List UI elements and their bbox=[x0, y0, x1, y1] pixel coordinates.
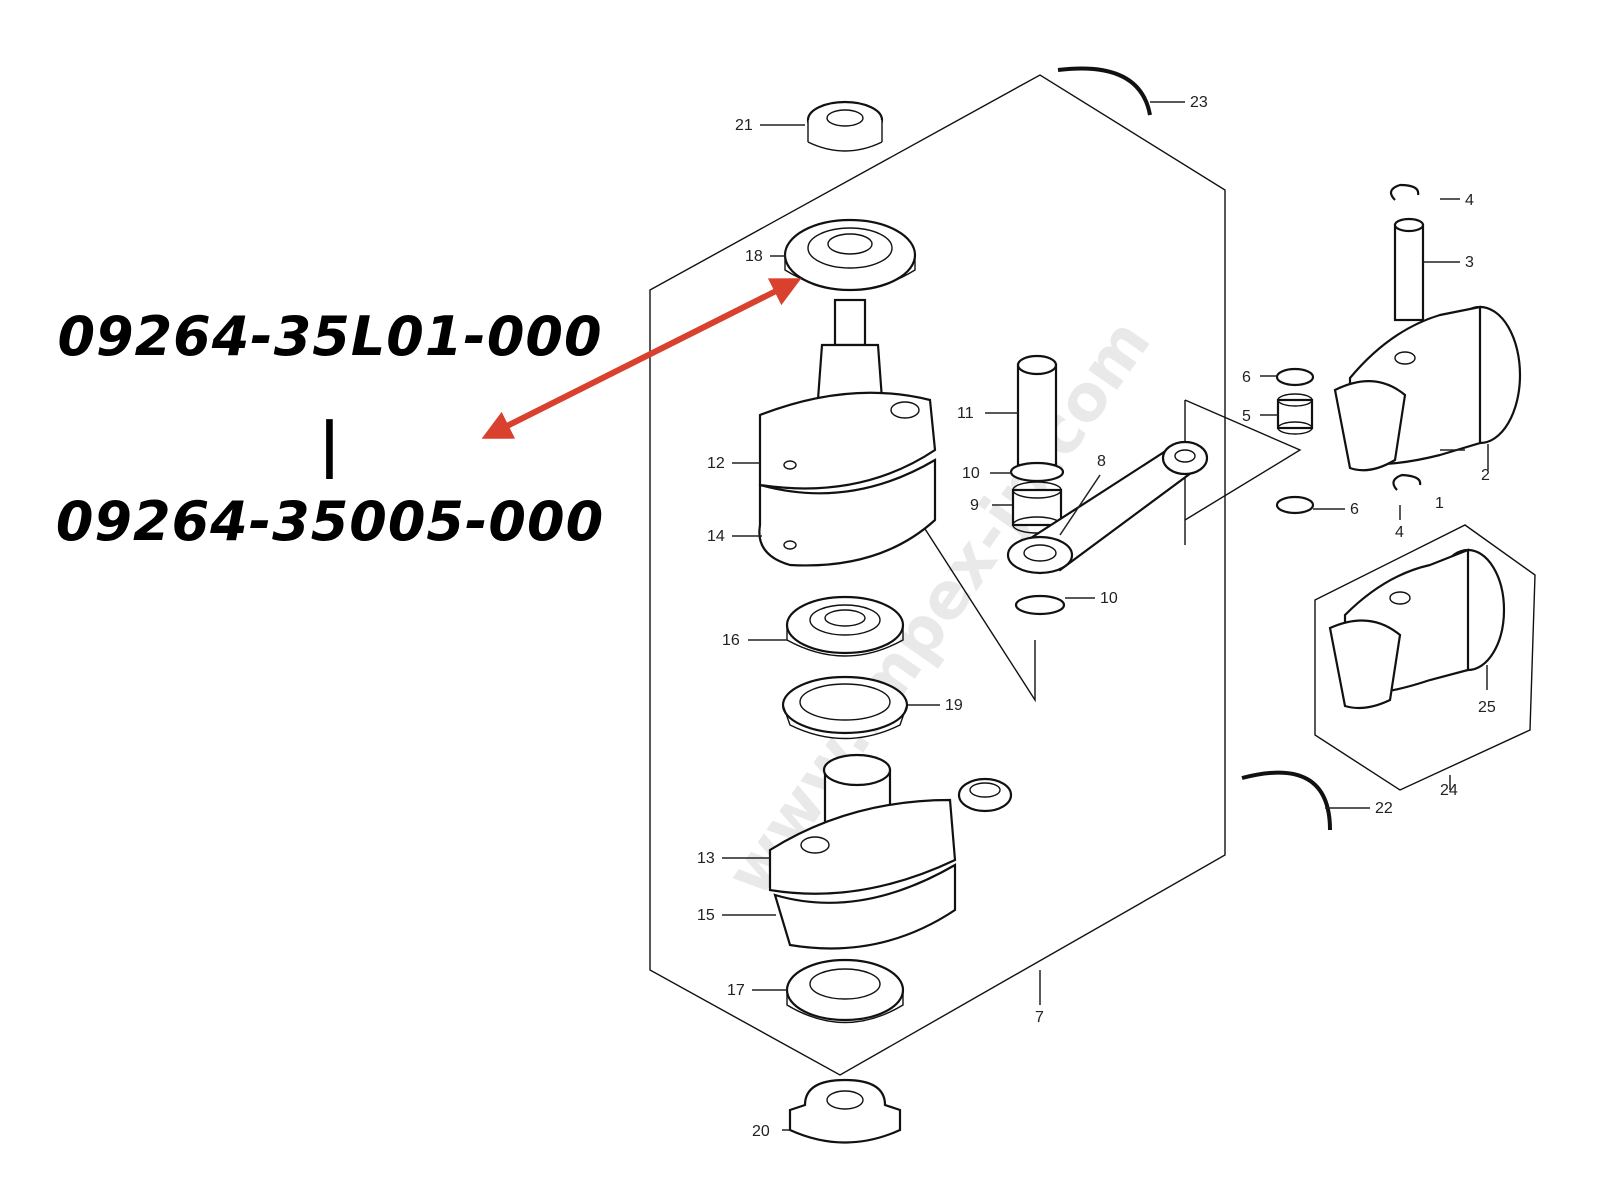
needle-bearing-5 bbox=[1276, 393, 1314, 435]
callout-20: 20 bbox=[752, 1123, 770, 1140]
leader-lines bbox=[722, 101, 1489, 1131]
part-number-separator: | bbox=[318, 410, 342, 480]
oil-seal-20 bbox=[788, 1078, 902, 1144]
clip-22 bbox=[1241, 770, 1332, 831]
callout-18: 18 bbox=[745, 248, 763, 265]
callout-7: 7 bbox=[1035, 1009, 1044, 1026]
callout-9: 9 bbox=[970, 497, 979, 514]
callout-15: 15 bbox=[697, 907, 715, 924]
callout-13: 13 bbox=[697, 850, 715, 867]
callout-23: 23 bbox=[1190, 94, 1208, 111]
callout-11: 11 bbox=[957, 405, 974, 422]
callout-10b: 10 bbox=[1100, 590, 1118, 607]
seal-19 bbox=[781, 675, 909, 740]
callout-25: 25 bbox=[1478, 699, 1496, 716]
callout-19: 19 bbox=[945, 697, 963, 714]
crank-pin-11 bbox=[1009, 354, 1065, 534]
oil-seal-21 bbox=[806, 100, 884, 152]
crank-lower-13 bbox=[768, 753, 1013, 950]
clip-4-bottom bbox=[1392, 473, 1422, 491]
connecting-rod-8 bbox=[1006, 440, 1209, 616]
callout-16: 16 bbox=[722, 632, 740, 649]
bearing-17 bbox=[785, 958, 905, 1024]
washer-6-bottom bbox=[1275, 495, 1315, 515]
piston-24 bbox=[1328, 548, 1506, 710]
piston-1 bbox=[1333, 305, 1522, 472]
clip-23 bbox=[1057, 66, 1152, 116]
callout-6a: 6 bbox=[1242, 369, 1251, 386]
callout-numbers: 21 18 12 14 16 19 13 15 17 20 23 4 3 6 5… bbox=[697, 94, 1496, 1140]
washer-6-top bbox=[1275, 367, 1315, 387]
callout-24: 24 bbox=[1440, 782, 1458, 799]
bracket-lines bbox=[1184, 399, 1302, 521]
callout-22: 22 bbox=[1375, 800, 1393, 817]
clip-4-top bbox=[1389, 183, 1420, 201]
callout-5: 5 bbox=[1242, 408, 1251, 425]
bearing-18 bbox=[783, 218, 917, 292]
callout-4b: 4 bbox=[1395, 524, 1404, 541]
crankshaft-assembly-outline bbox=[649, 74, 1226, 1076]
callout-3: 3 bbox=[1465, 254, 1474, 271]
callout-8: 8 bbox=[1097, 453, 1106, 470]
callout-2: 2 bbox=[1481, 467, 1490, 484]
crank-upper-12 bbox=[758, 298, 937, 567]
callout-14: 14 bbox=[707, 528, 725, 545]
bearing-16 bbox=[785, 595, 905, 657]
callout-21: 21 bbox=[735, 117, 753, 134]
piston-assembly-outline bbox=[1314, 524, 1536, 791]
part-number-primary: 09264-35L01-000 bbox=[57, 305, 603, 368]
callout-17: 17 bbox=[727, 982, 745, 999]
guide-line bbox=[899, 489, 1036, 703]
callout-4a: 4 bbox=[1465, 192, 1474, 209]
callout-arrow bbox=[481, 278, 802, 439]
callout-6b: 6 bbox=[1350, 501, 1359, 518]
piston-pin-3 bbox=[1393, 217, 1425, 322]
callout-10a: 10 bbox=[962, 465, 980, 482]
part-number-secondary: 09264-35005-000 bbox=[55, 490, 605, 553]
callout-1: 1 bbox=[1435, 495, 1444, 512]
callout-12: 12 bbox=[707, 455, 725, 472]
